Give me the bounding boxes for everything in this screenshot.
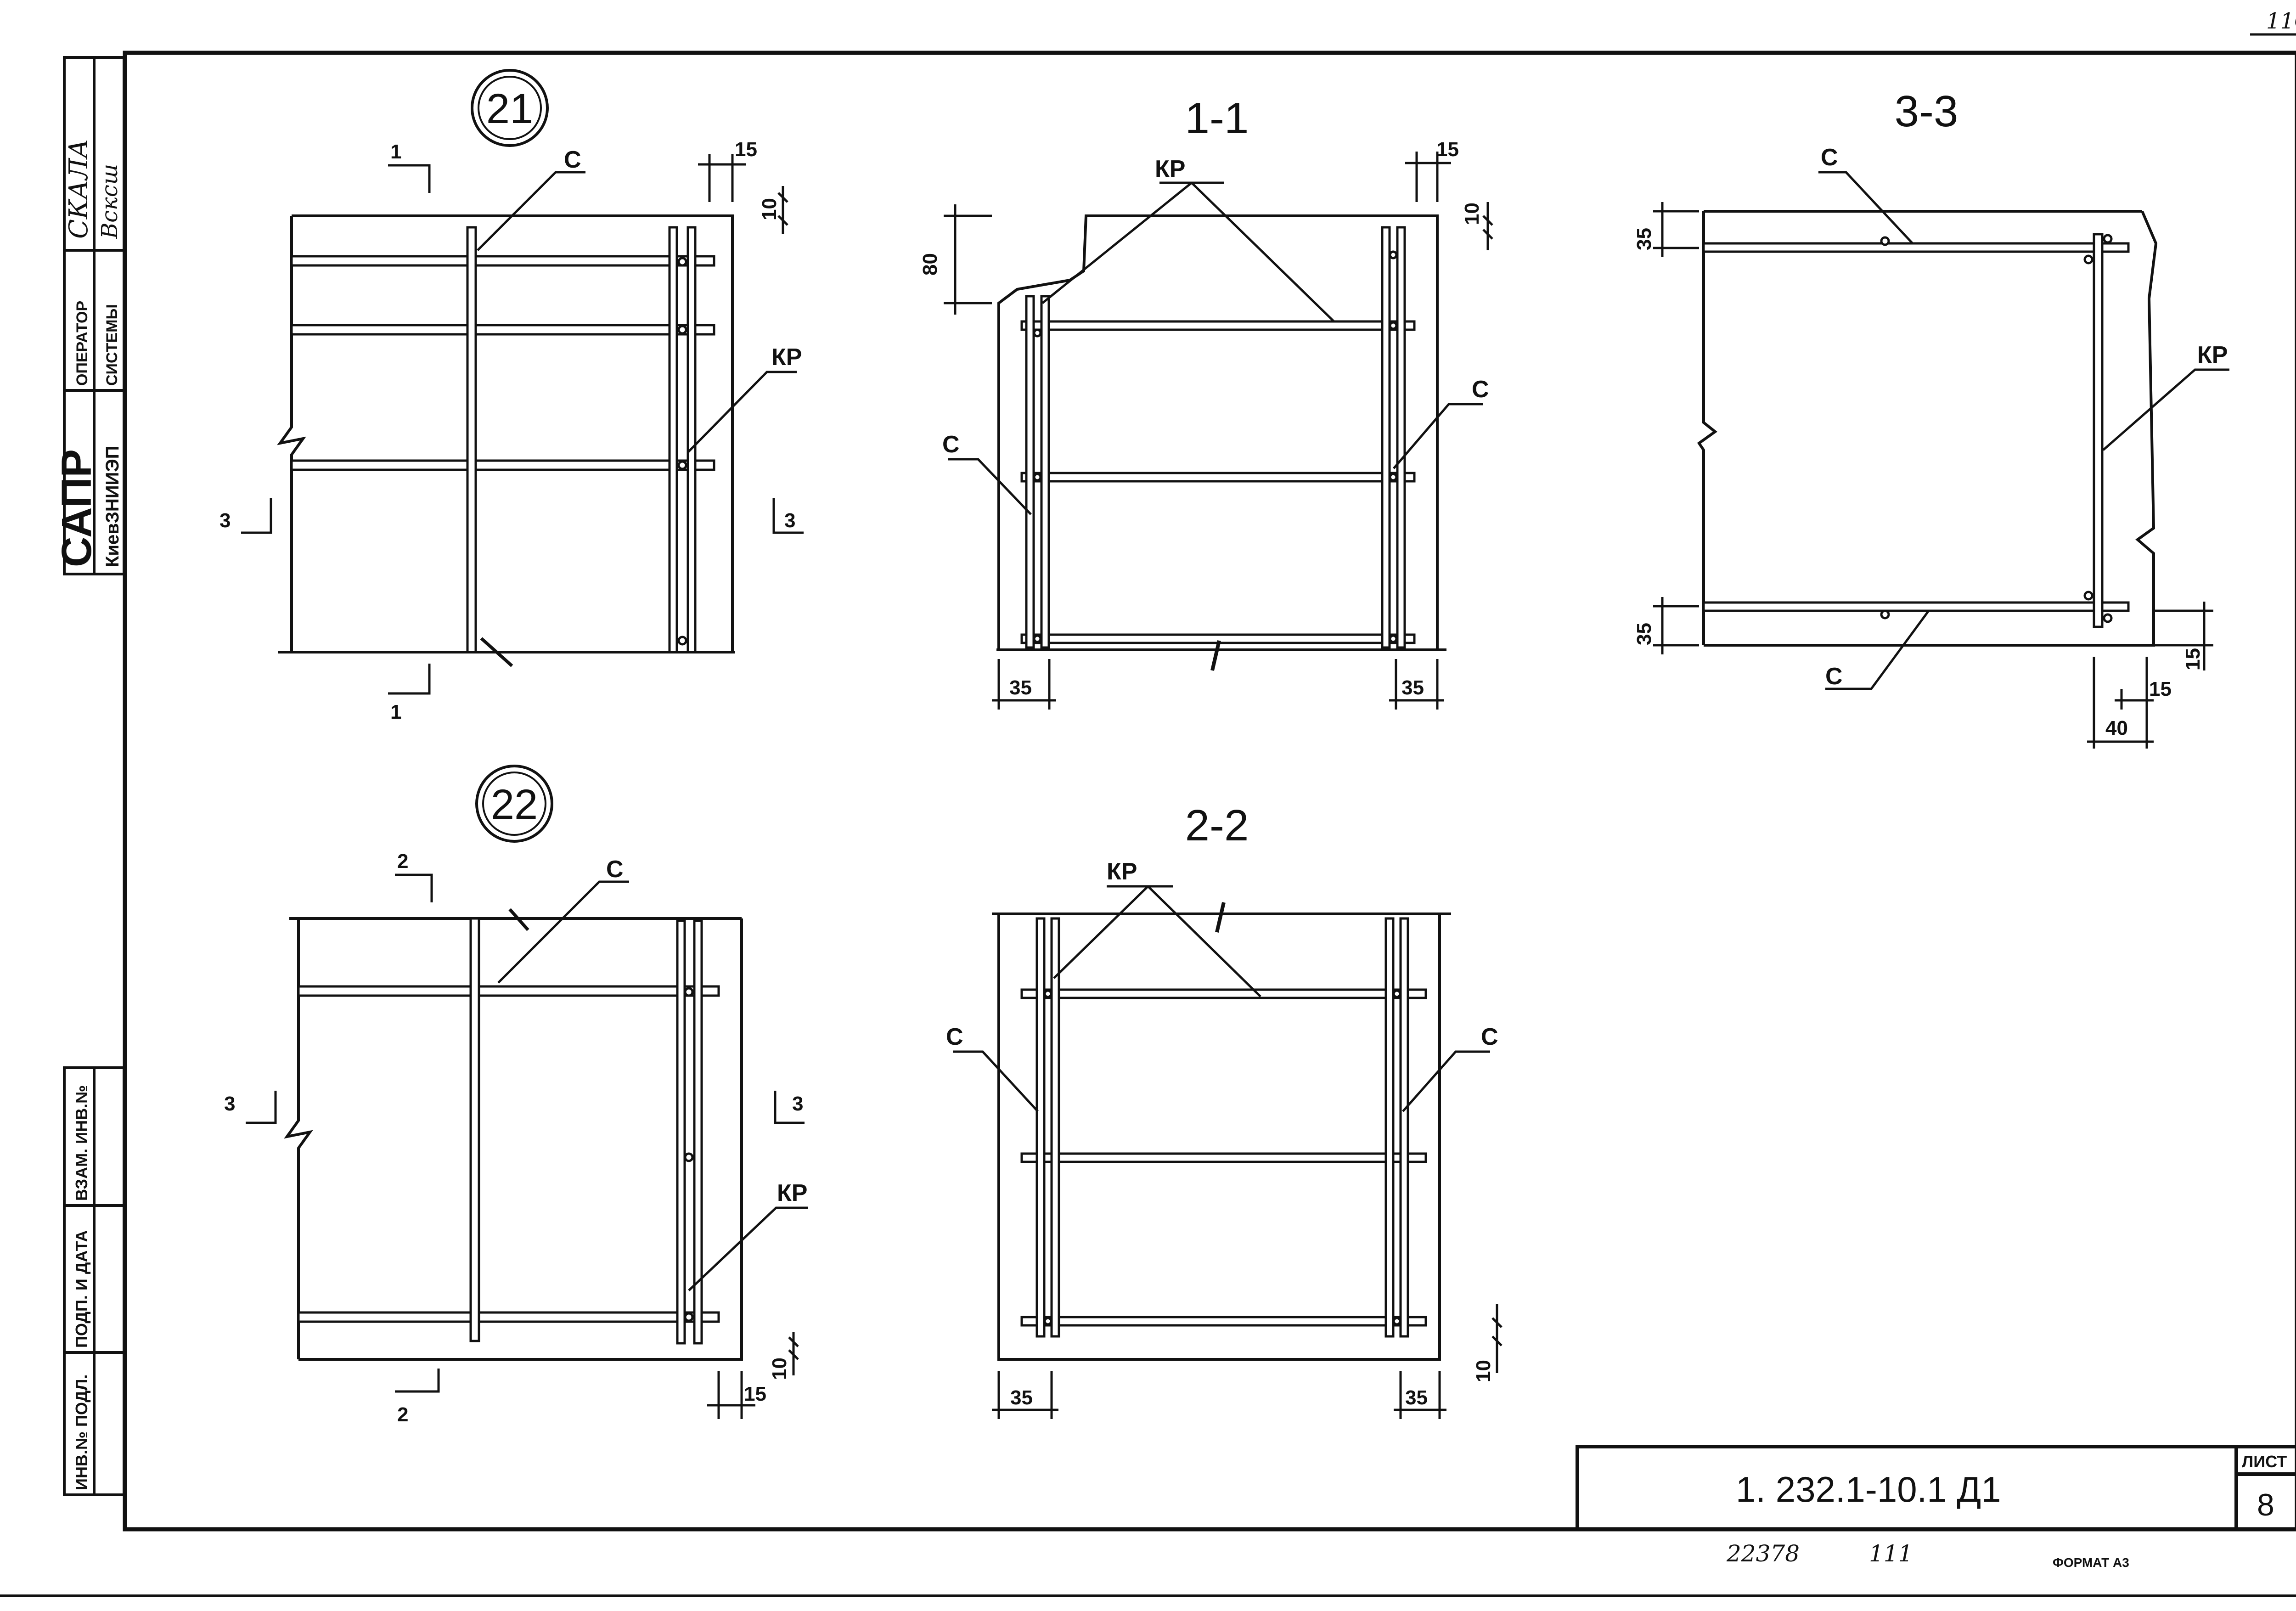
section-3-3-label-c-top: С <box>1821 144 1838 171</box>
stamp-operator-label: ОПЕРАТОР <box>73 301 91 386</box>
document-code: 1. 232.1-10.1 Д1 <box>1736 1469 2001 1510</box>
section-3-3-dim-15-horizontal: 15 <box>2149 678 2172 700</box>
section-2-2-title: 2-2 <box>1185 801 1249 850</box>
drawing-21-dim-10: 10 <box>758 198 781 220</box>
section-3-3-dim-15-vertical: 15 <box>2182 648 2204 670</box>
stamp-system-name: СКАЛА <box>64 139 94 239</box>
section-1-1-annotations <box>944 152 1493 710</box>
section-1-1-dim-80: 80 <box>919 253 941 276</box>
section-3-3: 3-3 С С КР 35 35 15 15 40 <box>1633 87 2229 749</box>
section-2-2: 2-2 КР С С 35 35 10 <box>946 801 1503 1419</box>
section-2-2-dim-35-left: 35 <box>1010 1386 1033 1409</box>
drawing-22-annotations <box>246 873 808 1419</box>
drawing-22-label-c: С <box>606 856 624 883</box>
drawing-21-label-c: С <box>564 146 581 173</box>
section-1-1-outline <box>996 214 1446 651</box>
stamp-brand: САПР <box>53 449 100 567</box>
drawing-21-cut-3-right: 3 <box>784 509 795 532</box>
section-1-1: 1-1 КР С С 80 15 10 35 35 <box>919 94 1493 710</box>
section-1-1-dim-35-right: 35 <box>1401 676 1424 699</box>
section-1-1-label-c-right: С <box>1472 376 1489 403</box>
drawing-21-annotations <box>241 154 804 695</box>
drawing-22-marker: 22 <box>491 781 538 828</box>
drawing-22-rebars <box>297 917 720 1345</box>
stamp-row-inventory: ИНВ.№ ПОДЛ. <box>72 1374 91 1490</box>
drawing-22-cut-3-right: 3 <box>792 1093 803 1115</box>
section-2-2-label-c-right: С <box>1481 1024 1498 1050</box>
title-block <box>1576 1445 2296 1531</box>
stamp-row-signature: ПОДП. И ДАТА <box>72 1230 91 1348</box>
section-1-1-dim-35-left: 35 <box>1009 676 1032 699</box>
section-3-3-dim-35-bottom: 35 <box>1633 623 1655 645</box>
stamp-org: КиевЗНИИЭП <box>102 446 123 568</box>
section-3-3-title: 3-3 <box>1895 87 1958 136</box>
drawing-22-cut-2-bottom: 2 <box>397 1403 408 1426</box>
drawing-21-marker-circle <box>471 69 549 147</box>
drawing-22-cut-2-top: 2 <box>397 850 408 873</box>
drawing-21-cut-3-left: 3 <box>219 509 231 532</box>
section-1-1-label-kr: КР <box>1155 156 1185 182</box>
section-2-2-dim-35-right: 35 <box>1405 1386 1428 1409</box>
drawing-22-marker-circle <box>475 765 553 843</box>
section-2-2-label-kr: КР <box>1107 858 1137 885</box>
stamp-operator-signature: Всксш <box>97 164 123 239</box>
section-3-3-label-c-bottom: С <box>1825 663 1843 690</box>
drawing-22-cut-3-left: 3 <box>224 1093 235 1115</box>
section-2-2-outline <box>992 913 1451 1361</box>
section-1-1-dim-15: 15 <box>1436 138 1459 161</box>
format-label: ФОРМАТ А3 <box>2053 1555 2129 1570</box>
drawing-22-dim-10: 10 <box>768 1358 791 1380</box>
section-3-3-outline <box>1697 210 2158 647</box>
drawing-22-dim-15: 15 <box>744 1383 766 1405</box>
sheet-frame <box>0 33 2296 1597</box>
section-2-2-label-c-left: С <box>946 1024 963 1050</box>
stamp-system-label: СИСТЕМЫ <box>103 304 121 386</box>
drawing-22-outline <box>284 917 743 1361</box>
section-3-3-dim-40: 40 <box>2105 717 2128 739</box>
section-3-3-rebars <box>1702 233 2130 628</box>
drawing-21-marker: 21 <box>486 85 533 132</box>
drawing-21-label-kr: КР <box>771 344 802 371</box>
inventory-code: 111 <box>1869 1540 1913 1567</box>
drawing-21-rebars <box>290 226 715 653</box>
inventory-number: 22378 <box>1726 1540 1800 1567</box>
stamp-row-replace: ВЗАМ. ИНВ.№ <box>72 1085 91 1201</box>
section-1-1-rebars <box>1020 226 1416 649</box>
sheet-number: 8 <box>2257 1487 2274 1522</box>
drawing-21-dim-15: 15 <box>735 138 757 161</box>
section-1-1-label-c-left: С <box>942 431 960 458</box>
drawing-21: 21 С КР 1 1 3 3 15 10 <box>219 69 804 723</box>
section-3-3-annotations <box>1653 171 2229 749</box>
section-3-3-dim-35-top: 35 <box>1633 228 1655 250</box>
drawing-22: 22 С КР 2 2 3 3 15 10 <box>224 765 808 1426</box>
section-3-3-label-kr: КР <box>2197 342 2228 368</box>
side-stamp <box>63 56 125 1496</box>
sheet-label: ЛИСТ <box>2242 1452 2287 1471</box>
section-2-2-rebars <box>1020 917 1427 1338</box>
section-1-1-title: 1-1 <box>1185 94 1249 143</box>
corner-note: 11C <box>2266 8 2296 34</box>
section-2-2-dim-10: 10 <box>1472 1360 1495 1382</box>
drawing-21-cut-1-top: 1 <box>390 141 401 163</box>
drawing-22-label-kr: КР <box>777 1180 807 1206</box>
drawing-21-cut-1-bottom: 1 <box>390 701 401 723</box>
drawing-21-outline <box>277 214 735 653</box>
section-2-2-annotations <box>953 885 1503 1419</box>
section-1-1-dim-10: 10 <box>1461 203 1483 225</box>
